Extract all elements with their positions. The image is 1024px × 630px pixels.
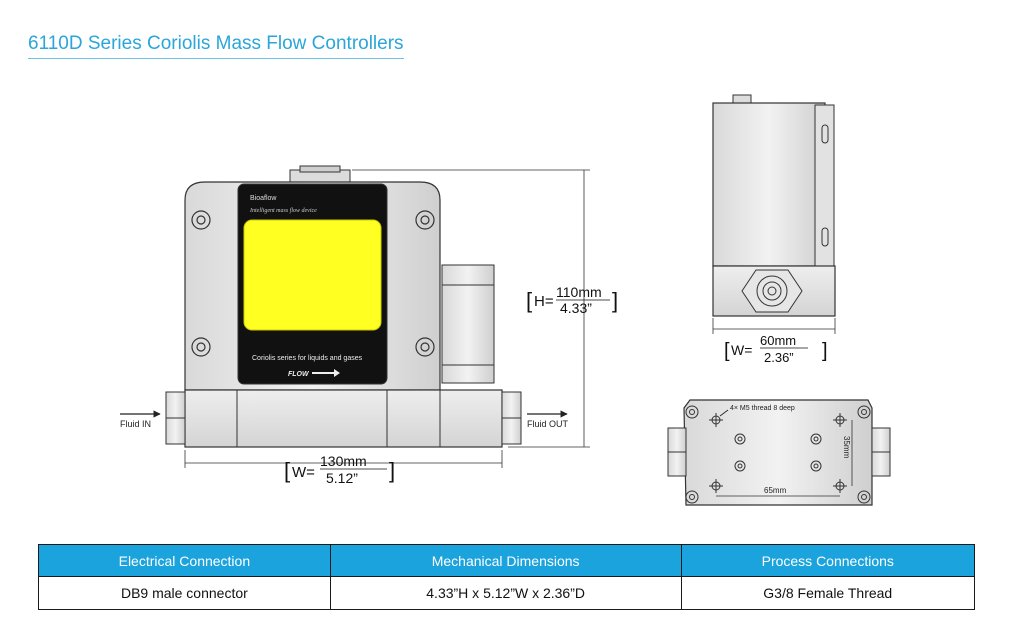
- spec-table-header: Electrical Connection Mechanical Dimensi…: [38, 544, 976, 577]
- svg-text:[: [: [526, 288, 532, 313]
- width-label: W=: [292, 464, 315, 481]
- cell-mechanical: 4.33”H x 5.12”W x 2.36”D: [329, 576, 682, 610]
- fluid-in-label: Fluid IN: [120, 419, 151, 429]
- svg-text:[: [: [724, 340, 730, 362]
- thread-note: 4× M5 thread 8 deep: [730, 405, 795, 412]
- width-in: 5.12”: [326, 470, 358, 486]
- side-view: [ W= 60mm 2.36” ]: [712, 94, 836, 365]
- page-title: 6110D Series Coriolis Mass Flow Controll…: [28, 33, 404, 59]
- height-label: H=: [534, 293, 554, 310]
- cell-electrical: DB9 male connector: [38, 576, 331, 610]
- svg-text:]: ]: [389, 458, 395, 483]
- panel-text: Coriolis series for liquids and gases: [252, 355, 363, 362]
- header-mechanical: Mechanical Dimensions: [329, 544, 682, 577]
- bottom-view: 4× M5 thread 8 deep 65mm 35mm: [667, 399, 891, 506]
- spec-table: Electrical Connection Mechanical Dimensi…: [38, 544, 976, 610]
- flow-label: FLOW: [288, 371, 310, 378]
- svg-text:]: ]: [822, 340, 828, 362]
- product-drawing: Bioaflow Intelligent mass flow device Co…: [120, 94, 891, 506]
- front-view: Bioaflow Intelligent mass flow device Co…: [120, 165, 618, 486]
- brand-text: Bioaflow: [250, 195, 277, 202]
- display-screen: [243, 219, 382, 331]
- svg-text:]: ]: [612, 288, 618, 313]
- width-dimension: [ W= 130mm 5.12” ]: [284, 453, 395, 486]
- spec-table-row: DB9 male connector 4.33”H x 5.12”W x 2.3…: [38, 576, 976, 610]
- flow-arrow-icon: [312, 369, 340, 377]
- svg-text:[: [: [284, 458, 290, 483]
- side-width-mm: 60mm: [760, 333, 796, 348]
- tagline-text: Intelligent mass flow device: [249, 207, 317, 214]
- side-width-label: W=: [731, 342, 752, 358]
- dim-35: 35mm: [842, 436, 851, 459]
- side-width-dimension: [ W= 60mm 2.36” ]: [724, 333, 828, 365]
- height-dimension: [ H= 110mm 4.33” ]: [526, 284, 618, 316]
- header-process: Process Connections: [680, 544, 976, 577]
- header-electrical: Electrical Connection: [38, 544, 331, 577]
- cell-process: G3/8 Female Thread: [680, 576, 976, 610]
- fluid-out-label: Fluid OUT: [527, 419, 569, 429]
- side-width-in: 2.36”: [764, 350, 794, 365]
- height-in: 4.33”: [560, 300, 592, 316]
- height-mm: 110mm: [556, 284, 602, 300]
- width-mm: 130mm: [320, 453, 367, 469]
- dim-65: 65mm: [764, 486, 787, 495]
